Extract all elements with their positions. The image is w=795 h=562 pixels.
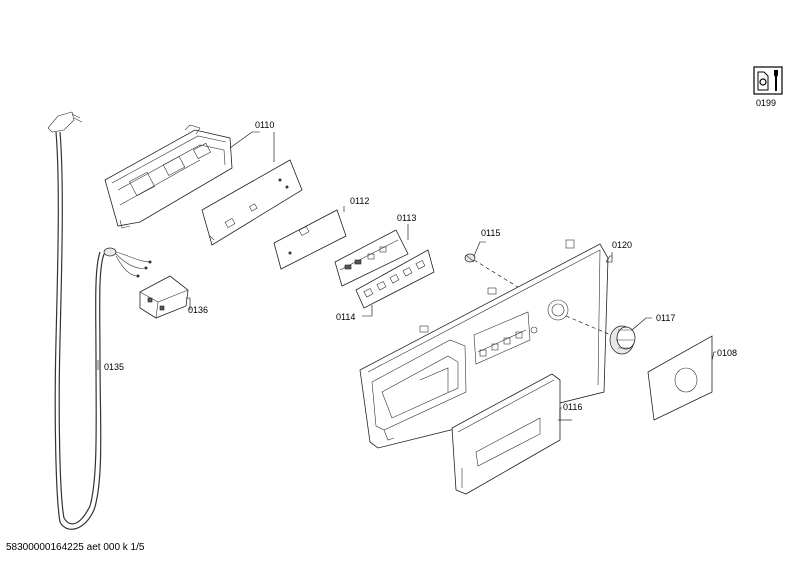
part-label-0110: 0110	[255, 120, 274, 130]
part-label-0199: 0199	[756, 98, 776, 108]
part-0136-filter	[139, 275, 189, 319]
part-label-0135: 0135	[104, 362, 124, 372]
document-footer: 58300000164225 aet 000 k 1/5	[6, 542, 145, 553]
part-0113-button-module	[334, 229, 409, 287]
part-label-0113: 0113	[397, 213, 416, 223]
part-0112-pcb	[201, 159, 303, 246]
part-label-0136: 0136	[188, 305, 208, 315]
part-label-0120: 0120	[612, 240, 632, 250]
part-label-0116: 0116	[563, 402, 582, 412]
part-label-0114: 0114	[336, 312, 355, 322]
part-label-0115: 0115	[481, 228, 500, 238]
part-0116-dispenser-cover	[451, 373, 561, 495]
part-0108-decor-panel	[647, 335, 713, 421]
part-label-0112: 0112	[350, 196, 369, 206]
part-label-0117: 0117	[656, 313, 675, 323]
part-0110-housing	[104, 124, 233, 229]
part-display-board	[273, 209, 347, 270]
wrench-document-icon	[753, 66, 783, 95]
part-0114-button-strip	[355, 249, 435, 309]
part-label-0108: 0108	[717, 348, 737, 358]
part-0115-clip	[464, 253, 476, 263]
part-0117-knob	[609, 325, 636, 355]
part-0135-power-cord	[47, 111, 152, 530]
